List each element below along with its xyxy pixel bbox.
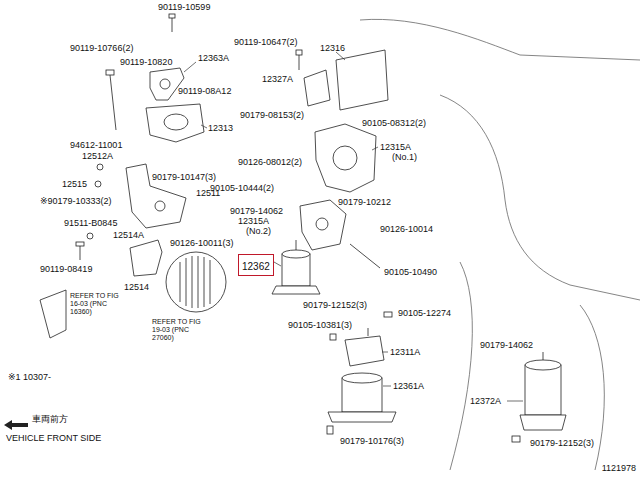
part-label: 12315A xyxy=(380,142,411,152)
part-label: ※1 10307- xyxy=(8,372,51,382)
part-label: 12363A xyxy=(198,53,229,63)
callout-number: 12362 xyxy=(242,261,270,272)
part-label: 90105-08312(2) xyxy=(362,118,426,128)
part-label: 12512A xyxy=(82,151,113,161)
part-label: VEHICLE FRONT SIDE xyxy=(6,433,101,443)
part-label: 90119-08419 xyxy=(40,264,92,274)
part-label: 90119-08A12 xyxy=(178,86,231,96)
part-label: 90179-14062 xyxy=(230,206,283,216)
part-label: 12514A xyxy=(113,230,144,240)
part-label: 90119-10820 xyxy=(120,57,172,67)
part-label: 90179-10176(3) xyxy=(340,436,404,446)
part-label: 90119-10599 xyxy=(158,2,210,12)
part-label: 90105-10381(3) xyxy=(288,320,352,330)
part-label: (No.1) xyxy=(392,152,417,162)
part-label: 12315A xyxy=(238,216,269,226)
part-label: 12313 xyxy=(208,123,233,133)
part-label: 12316 xyxy=(320,43,345,53)
part-label: 90126-10011(3) xyxy=(170,238,233,248)
part-label: (No.2) xyxy=(246,226,271,236)
part-label: 1121978 xyxy=(602,463,636,473)
part-label: 90179-14062 xyxy=(480,340,533,350)
reference-note: REFER TO FIG 16-03 (PNC 16360) xyxy=(70,292,124,316)
part-label: 90179-08153(2) xyxy=(240,110,304,120)
part-label: 90179-10212 xyxy=(338,197,391,207)
part-label: 90105-10490 xyxy=(384,267,437,277)
part-label: 90179-12152(3) xyxy=(530,438,594,448)
part-label: 12361A xyxy=(393,381,424,391)
part-label: 94612-11001 xyxy=(70,140,122,150)
part-label: ※90179-10333(2) xyxy=(40,196,112,206)
part-label: 90126-10014 xyxy=(380,224,433,234)
part-label: 90119-10766(2) xyxy=(70,43,133,53)
part-label: 91511-B0845 xyxy=(64,218,117,228)
part-label: 12372A xyxy=(470,396,501,406)
part-label: 12311A xyxy=(390,347,420,357)
part-label: 90105-10444(2) xyxy=(210,183,274,193)
part-label: 90105-12274 xyxy=(398,308,451,318)
reference-note: REFER TO FIG 19-03 (PNC 27060) xyxy=(152,318,206,342)
part-label: 90179-12152(3) xyxy=(303,300,367,310)
part-label: 90179-10147(3) xyxy=(152,172,216,182)
highlighted-part-box: 12362 xyxy=(238,254,274,276)
part-label: 12514 xyxy=(124,282,149,292)
part-label: 車両前方 xyxy=(32,414,68,424)
part-label: 90119-10647(2) xyxy=(234,37,297,47)
part-label: 12327A xyxy=(262,74,293,84)
part-label: 12515 xyxy=(62,179,87,189)
part-label: 90126-08012(2) xyxy=(238,157,302,167)
